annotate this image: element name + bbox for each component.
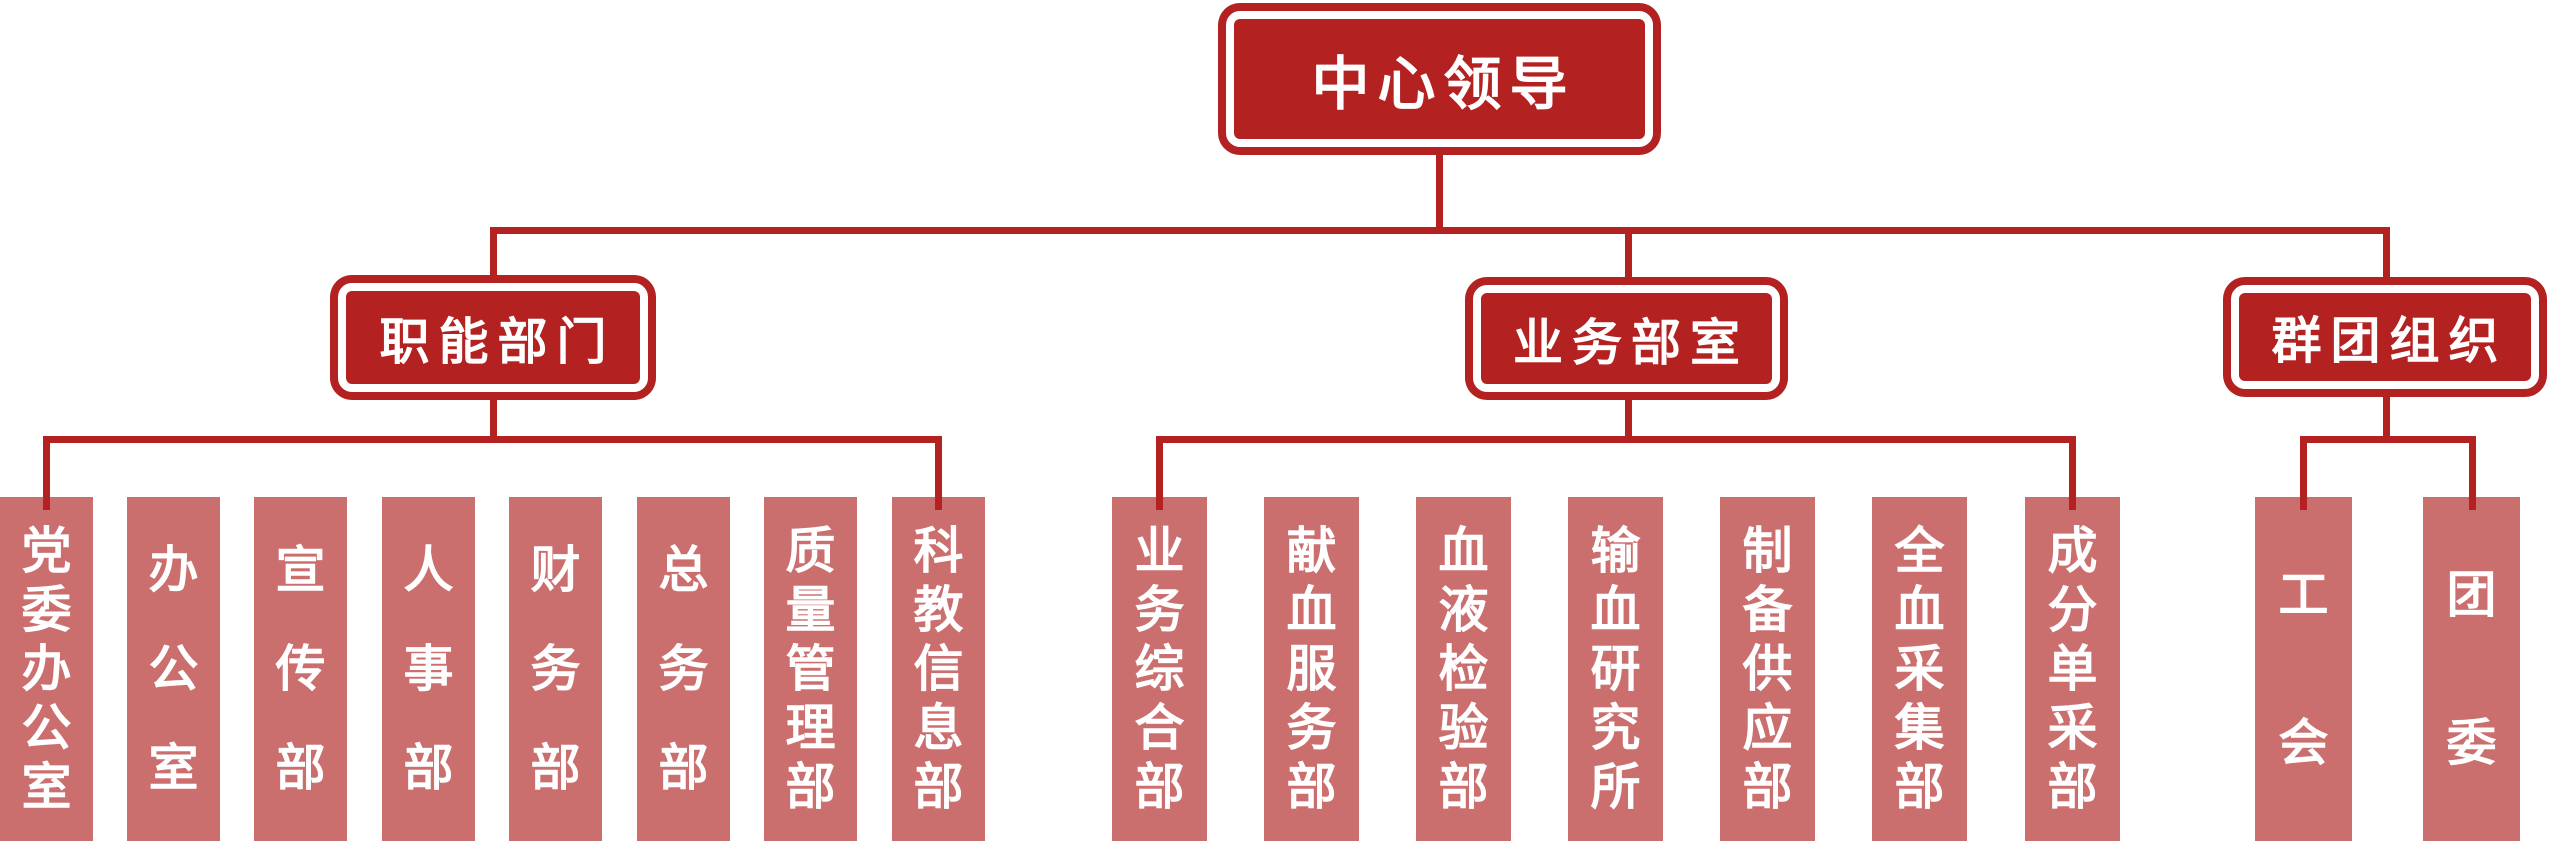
group-node-label: 群团组织 bbox=[2271, 313, 2508, 369]
dept-box-whole-blood-collection-dept: 全血采集部 bbox=[1872, 497, 1967, 841]
connector-group1-right bbox=[935, 436, 942, 510]
connector-group2-right bbox=[2069, 436, 2076, 510]
dept-box-publicity-dept: 宣传部 bbox=[254, 497, 347, 841]
connector-group3-spine bbox=[2300, 436, 2476, 443]
root-node-label: 中心领导 bbox=[1311, 52, 1576, 117]
connector-group3-left bbox=[2300, 436, 2307, 510]
connector-group2-drop bbox=[1625, 395, 1632, 443]
dept-box-preparation-supply-dept: 制备供应部 bbox=[1720, 497, 1815, 841]
connector-drop-group1 bbox=[490, 227, 497, 282]
connector-group1-left bbox=[43, 436, 50, 510]
dept-box-blood-donation-service-dept: 献血服务部 bbox=[1264, 497, 1359, 841]
group-node-business-departments: 业务部室 bbox=[1473, 285, 1780, 392]
connector-group3-drop bbox=[2383, 392, 2390, 443]
dept-box-science-education-info-dept: 科教信息部 bbox=[892, 497, 985, 841]
group-node-mass-organizations: 群团组织 bbox=[2231, 285, 2539, 389]
group-node-label: 职能部门 bbox=[379, 313, 616, 370]
dept-box-personnel-dept: 人事部 bbox=[382, 497, 475, 841]
dept-box-labor-union: 工会 bbox=[2255, 497, 2352, 841]
dept-box-apheresis-dept: 成分单采部 bbox=[2025, 497, 2120, 841]
dept-box-general-office: 办公室 bbox=[127, 497, 220, 841]
dept-box-finance-dept: 财务部 bbox=[509, 497, 602, 841]
root-node-center-leadership: 中心领导 bbox=[1226, 11, 1653, 147]
dept-box-transfusion-research-institute: 输血研究所 bbox=[1568, 497, 1663, 841]
connector-group1-spine bbox=[43, 436, 942, 443]
connector-group1-drop bbox=[490, 395, 497, 443]
connector-group2-left bbox=[1156, 436, 1163, 510]
connector-drop-group2 bbox=[1625, 227, 1632, 284]
group-node-functional-departments: 职能部门 bbox=[338, 283, 648, 392]
dept-box-party-committee-office: 党委办公室 bbox=[0, 497, 93, 841]
dept-box-quality-management-dept: 质量管理部 bbox=[764, 497, 857, 841]
connector-group3-right bbox=[2469, 436, 2476, 510]
connector-top-spine bbox=[490, 227, 2390, 234]
dept-box-blood-testing-dept: 血液检验部 bbox=[1416, 497, 1511, 841]
dept-box-youth-league: 团委 bbox=[2423, 497, 2520, 841]
connector-group2-spine bbox=[1156, 436, 2076, 443]
connector-root-drop bbox=[1436, 150, 1443, 234]
group-node-label: 业务部室 bbox=[1513, 314, 1749, 371]
connector-drop-group3 bbox=[2383, 227, 2390, 284]
dept-box-general-affairs-dept: 总务部 bbox=[637, 497, 730, 841]
dept-box-business-comprehensive-dept: 业务综合部 bbox=[1112, 497, 1207, 841]
